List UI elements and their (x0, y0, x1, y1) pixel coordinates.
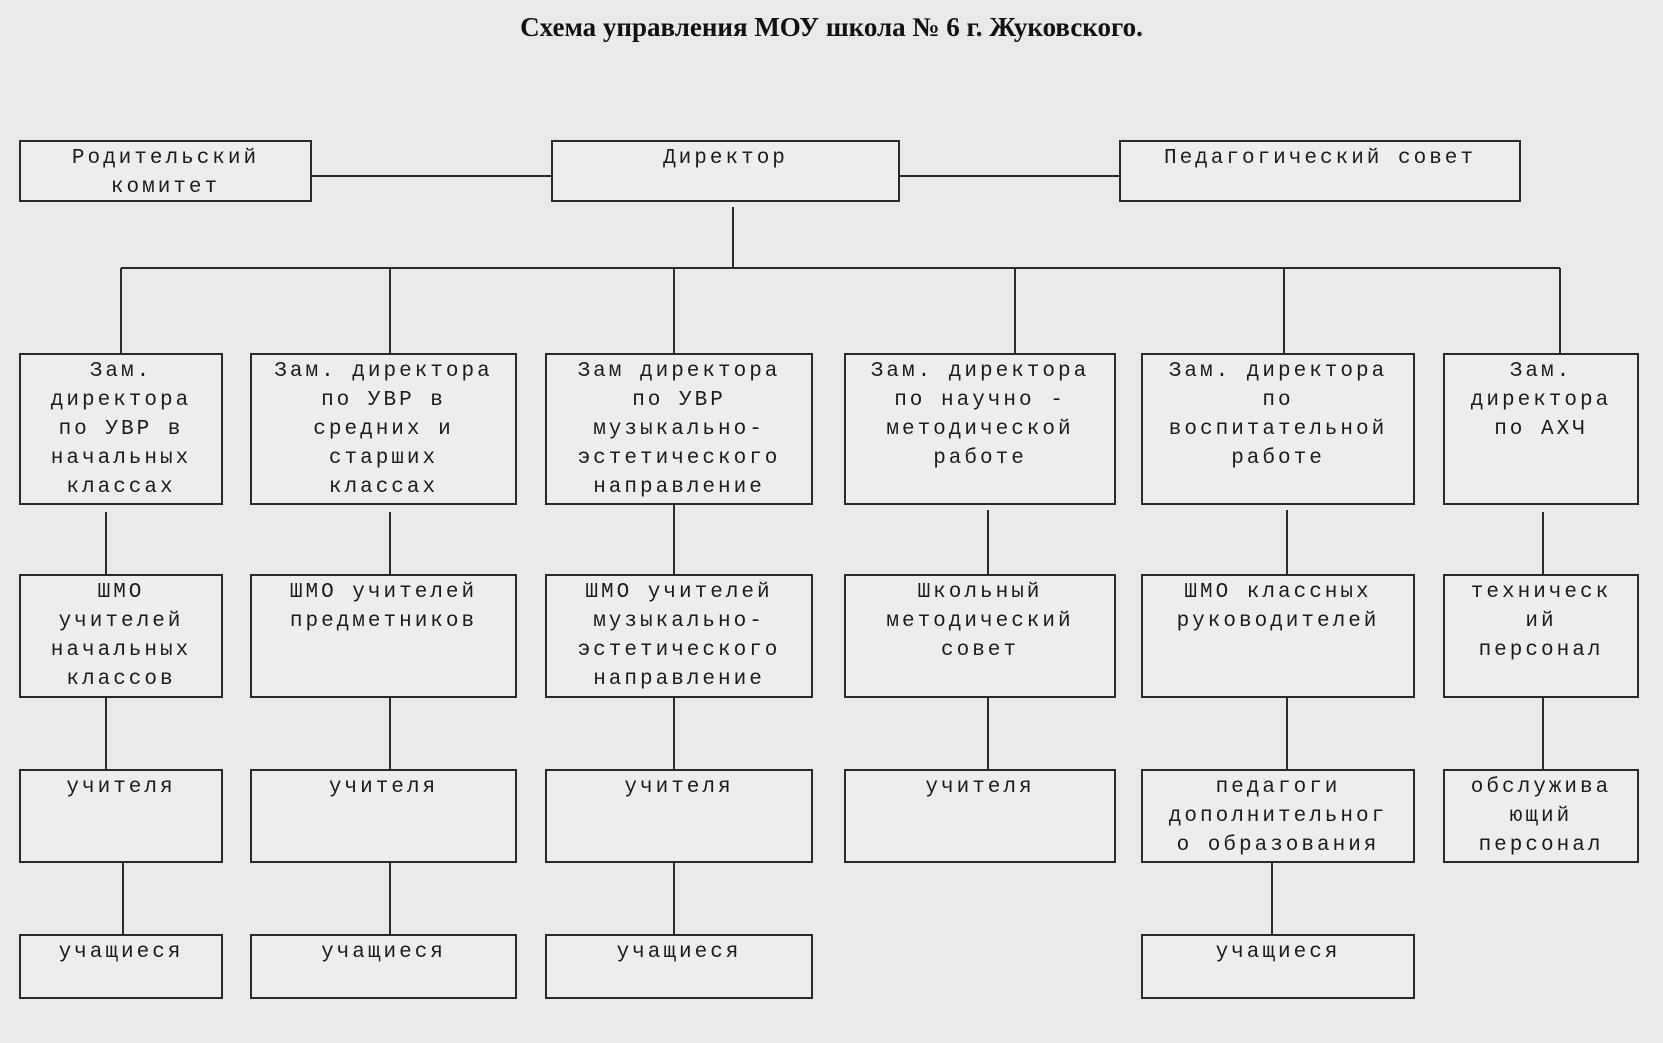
students-box-2: учащиеся (250, 934, 517, 999)
deputy-music-box: Зам директора по УВР музыкально- эстетич… (545, 353, 813, 505)
deputy-ahch-box: Зам. директора по АХЧ (1443, 353, 1639, 505)
teachers-box-1: учителя (19, 769, 223, 863)
students-box-1: учащиеся (19, 934, 223, 999)
service-staff-box: обслужива ющий персонал (1443, 769, 1639, 863)
shmo-primary-box: ШМО учителей начальных классов (19, 574, 223, 698)
students-box-3: учащиеся (545, 934, 813, 999)
shmo-music-box: ШМО учителей музыкально- эстетического н… (545, 574, 813, 698)
deputy-secondary-box: Зам. директора по УВР в средних и старши… (250, 353, 517, 505)
teachers-box-4: учителя (844, 769, 1116, 863)
teachers-box-3: учителя (545, 769, 813, 863)
parents-committee-box: Родительский комитет (19, 140, 312, 202)
diagram-title: Схема управления МОУ школа № 6 г. Жуковс… (520, 12, 1143, 42)
methodical-council-box: Школьный методический совет (844, 574, 1116, 698)
deputy-methodical-box: Зам. директора по научно - методической … (844, 353, 1116, 505)
director-box: Директор (551, 140, 900, 202)
deputy-primary-box: Зам. директора по УВР в начальных класса… (19, 353, 223, 505)
pedagogical-council-box: Педагогический совет (1119, 140, 1521, 202)
shmo-class-leaders-box: ШМО классных руководителей (1141, 574, 1415, 698)
additional-education-teachers-box: педагоги дополнительног о образования (1141, 769, 1415, 863)
technical-staff-box: техническ ий персонал (1443, 574, 1639, 698)
teachers-box-2: учителя (250, 769, 517, 863)
deputy-upbringing-box: Зам. директора по воспитательной работе (1141, 353, 1415, 505)
students-box-4: учащиеся (1141, 934, 1415, 999)
shmo-subject-box: ШМО учителей предметников (250, 574, 517, 698)
